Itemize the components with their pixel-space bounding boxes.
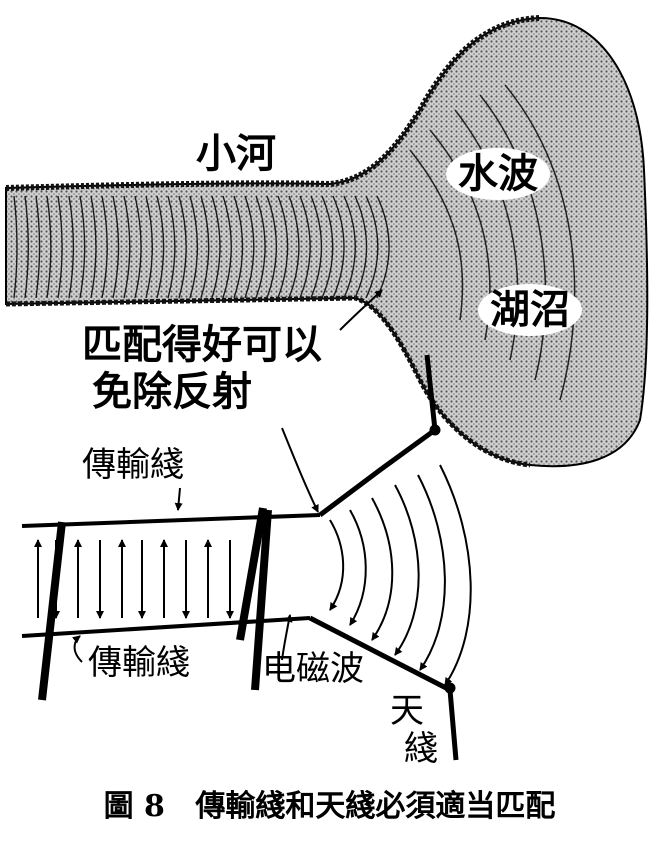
- river-wave-arc: [310, 195, 323, 299]
- river-wave-arc: [288, 195, 300, 299]
- caption-text: 傳輸綫和天綫必須適当匹配: [195, 789, 556, 824]
- figure-caption: 圖 8 傳輸綫和天綫必須適当匹配: [0, 792, 659, 822]
- river-wave-arc: [90, 195, 97, 299]
- river-wave-arc: [376, 195, 390, 299]
- river-wave-arc: [222, 195, 232, 299]
- river-wave-arc: [233, 195, 244, 299]
- river-wave-arc: [200, 195, 210, 299]
- match-leader-arrow-1: [339, 289, 383, 331]
- river-wave-arc: [134, 195, 142, 299]
- em-wave-leader: [281, 614, 293, 661]
- label-water-wave: 水波: [446, 148, 550, 200]
- river-wave-arc: [79, 195, 86, 299]
- river-wave-lines: [13, 195, 390, 299]
- label-lake: 湖沼: [478, 284, 582, 336]
- caption-figure-number: 圖 8: [103, 789, 165, 824]
- label-em-wave: 电磁波: [262, 649, 364, 689]
- tline-bottom-leader: [72, 635, 83, 663]
- river-wave-arc: [299, 195, 311, 299]
- water-body: [5, 15, 649, 468]
- river-wave-arc: [156, 195, 165, 299]
- river-wave-arc: [13, 195, 18, 299]
- river-wave-arc: [68, 195, 75, 299]
- label-tline-top: 傳輸綫: [82, 445, 184, 485]
- field-arrows: [34, 539, 234, 619]
- river-wave-arc: [189, 195, 199, 299]
- river-shore-top: [5, 15, 541, 191]
- river-shore-bottom: [5, 295, 531, 468]
- label-match-line1: 匹配得好可以: [82, 322, 322, 368]
- match-leader-arrow-2: [281, 427, 319, 513]
- label-antenna-2: 綫: [404, 729, 438, 769]
- label-tline-bottom: 傳輸綫: [88, 643, 190, 683]
- river-wave-arc: [211, 195, 221, 299]
- river-wave-arc: [112, 195, 120, 299]
- river-wave-arc: [266, 195, 277, 299]
- river-wave-arc: [277, 195, 289, 299]
- river-wave-arc: [332, 195, 345, 299]
- river-wave-arc: [354, 195, 368, 299]
- label-match-line2: 免除反射: [92, 369, 252, 415]
- river-wave-arc: [46, 195, 52, 299]
- river-wave-arc: [24, 195, 29, 299]
- river-wave-arc: [321, 195, 334, 299]
- label-river: 小河: [196, 131, 276, 177]
- river-wave-arc: [244, 195, 255, 299]
- em-wave-arcs: [329, 464, 472, 686]
- river-wave-arc: [343, 195, 356, 299]
- river-wave-arc: [123, 195, 131, 299]
- tline-top-leader: [174, 487, 183, 511]
- river-wave-arc: [57, 195, 63, 299]
- label-antenna-1: 天: [390, 691, 424, 731]
- river-wave-arc: [35, 195, 41, 299]
- river-wave-arc: [178, 195, 187, 299]
- river-wave-arc: [167, 195, 176, 299]
- river-wave-arc: [101, 195, 108, 299]
- river-wave-arc: [255, 195, 266, 299]
- river-wave-arc: [145, 195, 153, 299]
- river-wave-arc: [365, 195, 379, 299]
